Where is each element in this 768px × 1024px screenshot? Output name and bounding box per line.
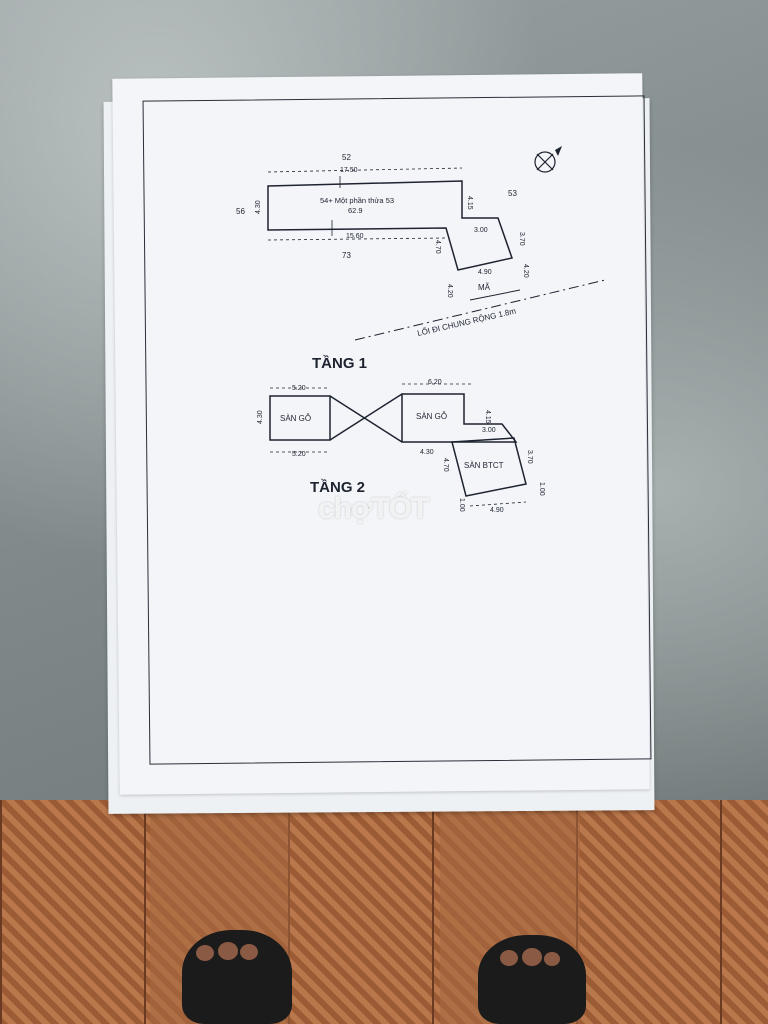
floor2-dim-left-side: 4.30: [257, 410, 264, 424]
floor2-right-room: [401, 393, 518, 443]
neighbor-left-label: 56: [236, 207, 245, 216]
room-concrete: SÀN BTCT: [464, 461, 504, 470]
floor2-dim-right-v: 3.70: [526, 450, 533, 464]
floor1-dim-side-b: 4.20: [522, 264, 529, 278]
road-label: LỐI ĐI CHUNG RỘNG 1.8m: [416, 305, 517, 338]
floor1-dim-right-v: 3.70: [518, 232, 525, 246]
tiled-floor: [0, 800, 768, 1024]
north-arrow-icon: [534, 146, 562, 173]
floor1-dim-left: 4.30: [255, 200, 262, 214]
floor2-dim-edge-a: 1.00: [538, 482, 545, 496]
floor2-dim-left-bottom: 5.20: [292, 451, 306, 458]
floor1-dim-side-a: 4.20: [446, 284, 453, 298]
floor2-concrete-room: [451, 437, 527, 497]
floor1-title: TẦNG 1: [312, 355, 367, 372]
floor2-dim-notch-v: 4.15: [484, 410, 491, 424]
room-wood-right: SÀN GỖ: [416, 412, 447, 421]
grave-label: MÃ: [478, 283, 491, 292]
toe: [522, 948, 542, 966]
lot-label: 54+ Một phần thửa 53: [320, 196, 394, 205]
neighbor-right-label: 53: [508, 189, 517, 198]
floor1-dim-diag: 4.70: [434, 240, 441, 254]
floor1-dim-top: 17.50: [340, 167, 358, 174]
floor2-dim-diag: 4.70: [442, 458, 449, 472]
floor2-dim-left-top: 5.20: [292, 385, 306, 392]
toe: [240, 944, 258, 960]
floor2-dim-notch-h: 3.00: [482, 427, 496, 434]
floor2-dim-edge-b: 1.00: [458, 498, 465, 512]
toe: [500, 950, 518, 966]
neighbor-top-label: 52: [342, 153, 351, 162]
toe: [196, 945, 214, 961]
floor1-dim-notch-h: 3.00: [474, 227, 488, 234]
toe: [544, 952, 560, 966]
floor1-dim-bottom: 15.60: [346, 233, 364, 240]
neighbor-bottom-label: 73: [342, 251, 351, 260]
lot-area: 62.9: [348, 206, 363, 215]
left-sandal: [182, 930, 292, 1024]
floor2-left-room: [269, 395, 331, 441]
bridge-cross-a: [329, 395, 403, 443]
road-line: [354, 279, 606, 341]
floor2-dim-bottom-a: 4.30: [420, 449, 434, 456]
floor1-dim-base: 4.90: [478, 269, 492, 276]
toe: [218, 942, 238, 960]
room-wood-left: SÀN GỖ: [280, 414, 311, 423]
bridge-cross-b: [329, 393, 403, 441]
watermark-logo: chợTỐT: [318, 492, 429, 525]
floor1-dim-notch-v: 4.15: [466, 196, 473, 210]
floor2-dim-right-top: 6.20: [428, 379, 442, 386]
floor2-dim-base: 4.90: [490, 507, 504, 514]
floor2-title: TẦNG 2: [310, 479, 365, 496]
floor1-lot-outline: [267, 180, 513, 271]
